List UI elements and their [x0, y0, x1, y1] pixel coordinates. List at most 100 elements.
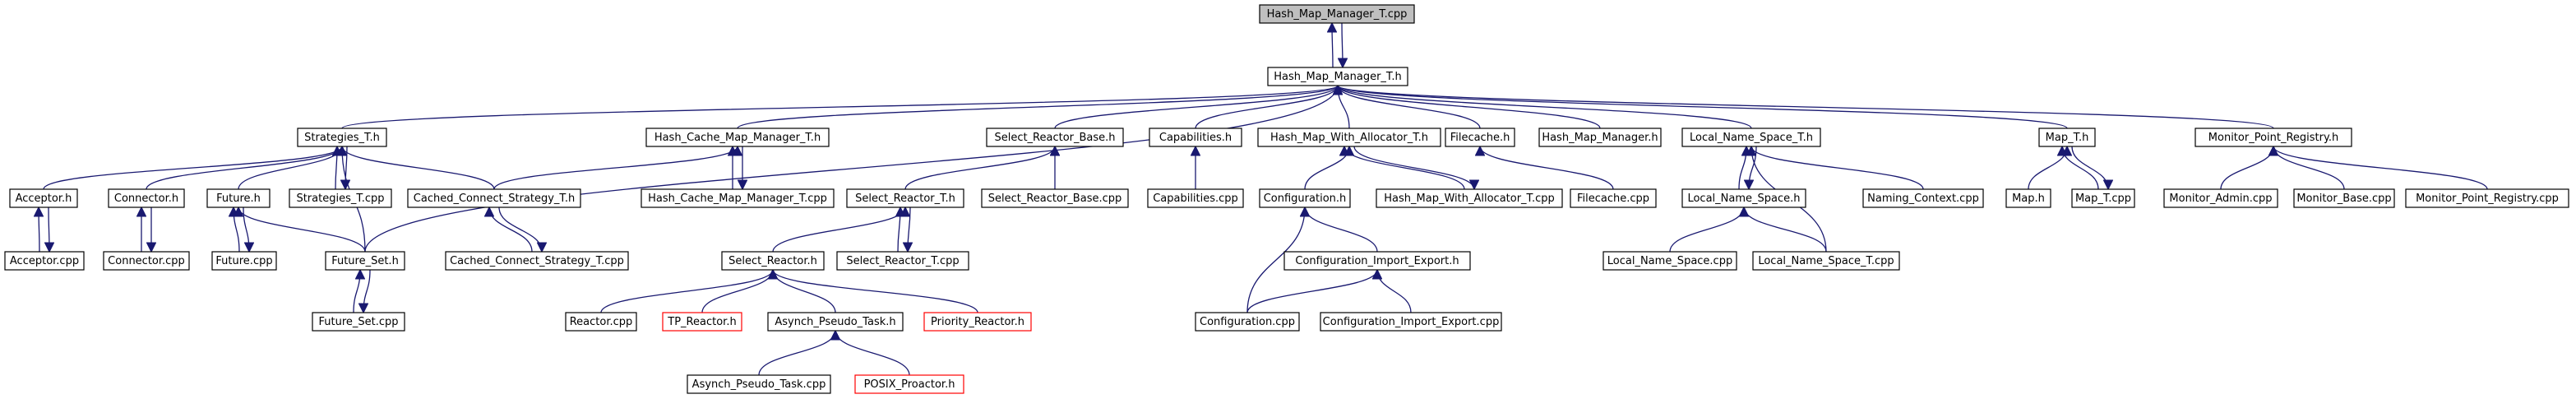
node-srb-h[interactable]: Select_Reactor_Base.h [986, 128, 1124, 147]
node-acceptor-cpp[interactable]: Acceptor.cpp [4, 251, 85, 271]
edge-future_set_cpp-to-future_set_h [353, 270, 360, 313]
node-box [1320, 312, 1502, 332]
node-box [1259, 188, 1351, 208]
node-naming-cpp[interactable]: Naming_Context.cpp [1862, 188, 1984, 208]
node-reactor-cpp[interactable]: Reactor.cpp [565, 312, 637, 332]
node-prio-reactor-h[interactable]: Priority_Reactor.h [923, 312, 1032, 332]
node-apt-h[interactable]: Asynch_Pseudo_Task.h [767, 312, 904, 332]
node-label: Select_Reactor_Base.h [994, 132, 1115, 144]
edge-lns_cpp-to-lns_h [1669, 206, 1744, 253]
node-future-set-cpp[interactable]: Future_Set.cpp [312, 312, 405, 332]
edge-acceptor_h-to-strategies_h [43, 146, 342, 190]
edge-lns_h-to-lns_t_h [1738, 146, 1746, 190]
node-box [445, 251, 629, 271]
node-mpr-cpp[interactable]: Monitor_Point_Registry.cpp [2405, 188, 2569, 208]
node-mon-base-cpp[interactable]: Monitor_Base.cpp [2293, 188, 2395, 208]
node-label: Future_Set.cpp [318, 316, 398, 328]
node-cie-h[interactable]: Configuration_Import_Export.h [1283, 251, 1471, 271]
node-hmm-h[interactable]: Hash_Map_Manager_T.h [1267, 67, 1408, 86]
node-label: Capabilities.cpp [1153, 193, 1238, 205]
node-config-h[interactable]: Configuration.h [1259, 188, 1351, 208]
node-lns-t-h[interactable]: Local_Name_Space_T.h [1681, 128, 1821, 147]
node-strategies-h[interactable]: Strategies_T.h [297, 128, 387, 147]
node-hmmgr-h[interactable]: Hash_Map_Manager.h [1538, 128, 1662, 147]
node-future-cpp[interactable]: Future.cpp [211, 251, 277, 271]
node-sr-t-h[interactable]: Select_Reactor_T.h [846, 188, 964, 208]
node-sr-h[interactable]: Select_Reactor.h [721, 251, 825, 271]
node-hcmm-h[interactable]: Hash_Cache_Map_Manager_T.h [645, 128, 830, 147]
node-connector-h[interactable]: Connector.h [108, 188, 185, 208]
node-box [2005, 188, 2051, 208]
edge-map_h-to-map_t_h [2028, 146, 2067, 190]
edge-filecache_cpp-to-filecache_h [1480, 146, 1614, 190]
node-label: Configuration_Import_Export.cpp [1323, 316, 1500, 328]
node-apt-cpp[interactable]: Asynch_Pseudo_Task.cpp [687, 374, 831, 394]
edge-prio_reactor_h-to-sr_h [773, 269, 978, 313]
edge-hmmgr_h-to-hmm_h [1338, 85, 1601, 129]
node-map-t-cpp[interactable]: Map_T.cpp [2071, 188, 2135, 208]
edge-filecache_h-to-hmm_h [1338, 85, 1481, 129]
node-label: Reactor.cpp [570, 316, 633, 328]
node-label: Acceptor.cpp [10, 255, 79, 267]
node-tp-reactor-h[interactable]: TP_Reactor.h [662, 312, 742, 332]
node-label: Configuration_Import_Export.h [1295, 255, 1459, 267]
node-map-t-h[interactable]: Map_T.h [2038, 128, 2096, 147]
node-future-set-h[interactable]: Future_Set.h [325, 251, 405, 271]
node-box [1257, 128, 1441, 147]
edge-lns_t_cpp-to-lns_h [1744, 206, 1827, 253]
node-cap-cpp[interactable]: Capabilities.cpp [1147, 188, 1244, 208]
node-box [1681, 188, 1806, 208]
edges-layer [39, 23, 2488, 376]
node-box [1752, 251, 1900, 271]
node-label: Hash_Map_Manager_T.cpp [1267, 8, 1408, 21]
node-srb-cpp[interactable]: Select_Reactor_Base.cpp [981, 188, 1129, 208]
node-label: Map_T.cpp [2075, 193, 2131, 205]
edge-lns_t_h-to-hmm_h [1338, 85, 1752, 129]
node-label: Configuration.h [1264, 193, 1347, 205]
node-sr-t-cpp[interactable]: Select_Reactor_T.cpp [836, 251, 969, 271]
node-future-h[interactable]: Future.h [206, 188, 271, 208]
node-cap-h[interactable]: Capabilities.h [1149, 128, 1242, 147]
edge-map_t_cpp-to-map_t_h [2062, 146, 2099, 190]
node-box [312, 312, 405, 332]
edge-hcmm_h-to-hmm_h [737, 85, 1338, 129]
node-label: Select_Reactor_Base.cpp [988, 193, 1122, 205]
node-box [1376, 188, 1563, 208]
node-cie-cpp[interactable]: Configuration_Import_Export.cpp [1320, 312, 1502, 332]
node-posix-proactor-h[interactable]: POSIX_Proactor.h [854, 374, 964, 394]
node-filecache-cpp[interactable]: Filecache.cpp [1570, 188, 1657, 208]
node-strategies-cpp[interactable]: Strategies_T.cpp [289, 188, 392, 208]
node-mon-admin-cpp[interactable]: Monitor_Admin.cpp [2163, 188, 2278, 208]
node-hmwa-cpp[interactable]: Hash_Map_With_Allocator_T.cpp [1376, 188, 1563, 208]
node-box [662, 312, 742, 332]
edge-naming_cpp-to-lns_t_h [1751, 146, 1924, 190]
node-box [2405, 188, 2569, 208]
node-lns-t-cpp[interactable]: Local_Name_Space_T.cpp [1752, 251, 1900, 271]
node-acceptor-h[interactable]: Acceptor.h [9, 188, 78, 208]
edge-future_set_h-to-future_set_cpp [363, 269, 371, 313]
node-hmm-cpp[interactable]: Hash_Map_Manager_T.cpp [1259, 4, 1415, 24]
node-config-cpp[interactable]: Configuration.cpp [1195, 312, 1300, 332]
node-hcmm-cpp[interactable]: Hash_Cache_Map_Manager_T.cpp [641, 188, 835, 208]
node-label: Naming_Context.cpp [1867, 193, 1979, 205]
edge-future_h-to-strategies_h [238, 146, 342, 190]
node-mpr-h[interactable]: Monitor_Point_Registry.h [2194, 128, 2352, 147]
node-label: Configuration.cpp [1200, 316, 1295, 328]
node-ccs-h[interactable]: Cached_Connect_Strategy_T.h [407, 188, 581, 208]
node-ccs-cpp[interactable]: Cached_Connect_Strategy_T.cpp [445, 251, 629, 271]
node-box [206, 188, 271, 208]
edge-future_set_h-to-future_h [238, 206, 366, 253]
node-label: Monitor_Point_Registry.h [2208, 132, 2338, 144]
node-lns-h[interactable]: Local_Name_Space.h [1681, 188, 1806, 208]
node-map-h[interactable]: Map.h [2005, 188, 2051, 208]
node-lns-cpp[interactable]: Local_Name_Space.cpp [1602, 251, 1737, 271]
node-filecache-h[interactable]: Filecache.h [1445, 128, 1515, 147]
node-box [721, 251, 825, 271]
edge-cie_cpp-to-cie_h [1377, 269, 1412, 313]
node-hmwa-h[interactable]: Hash_Map_With_Allocator_T.h [1257, 128, 1441, 147]
node-connector-cpp[interactable]: Connector.cpp [103, 251, 190, 271]
node-label: Acceptor.h [16, 193, 72, 205]
node-box [103, 251, 190, 271]
node-label: Monitor_Admin.cpp [2169, 193, 2272, 205]
node-label: Monitor_Point_Registry.cpp [2416, 193, 2559, 205]
